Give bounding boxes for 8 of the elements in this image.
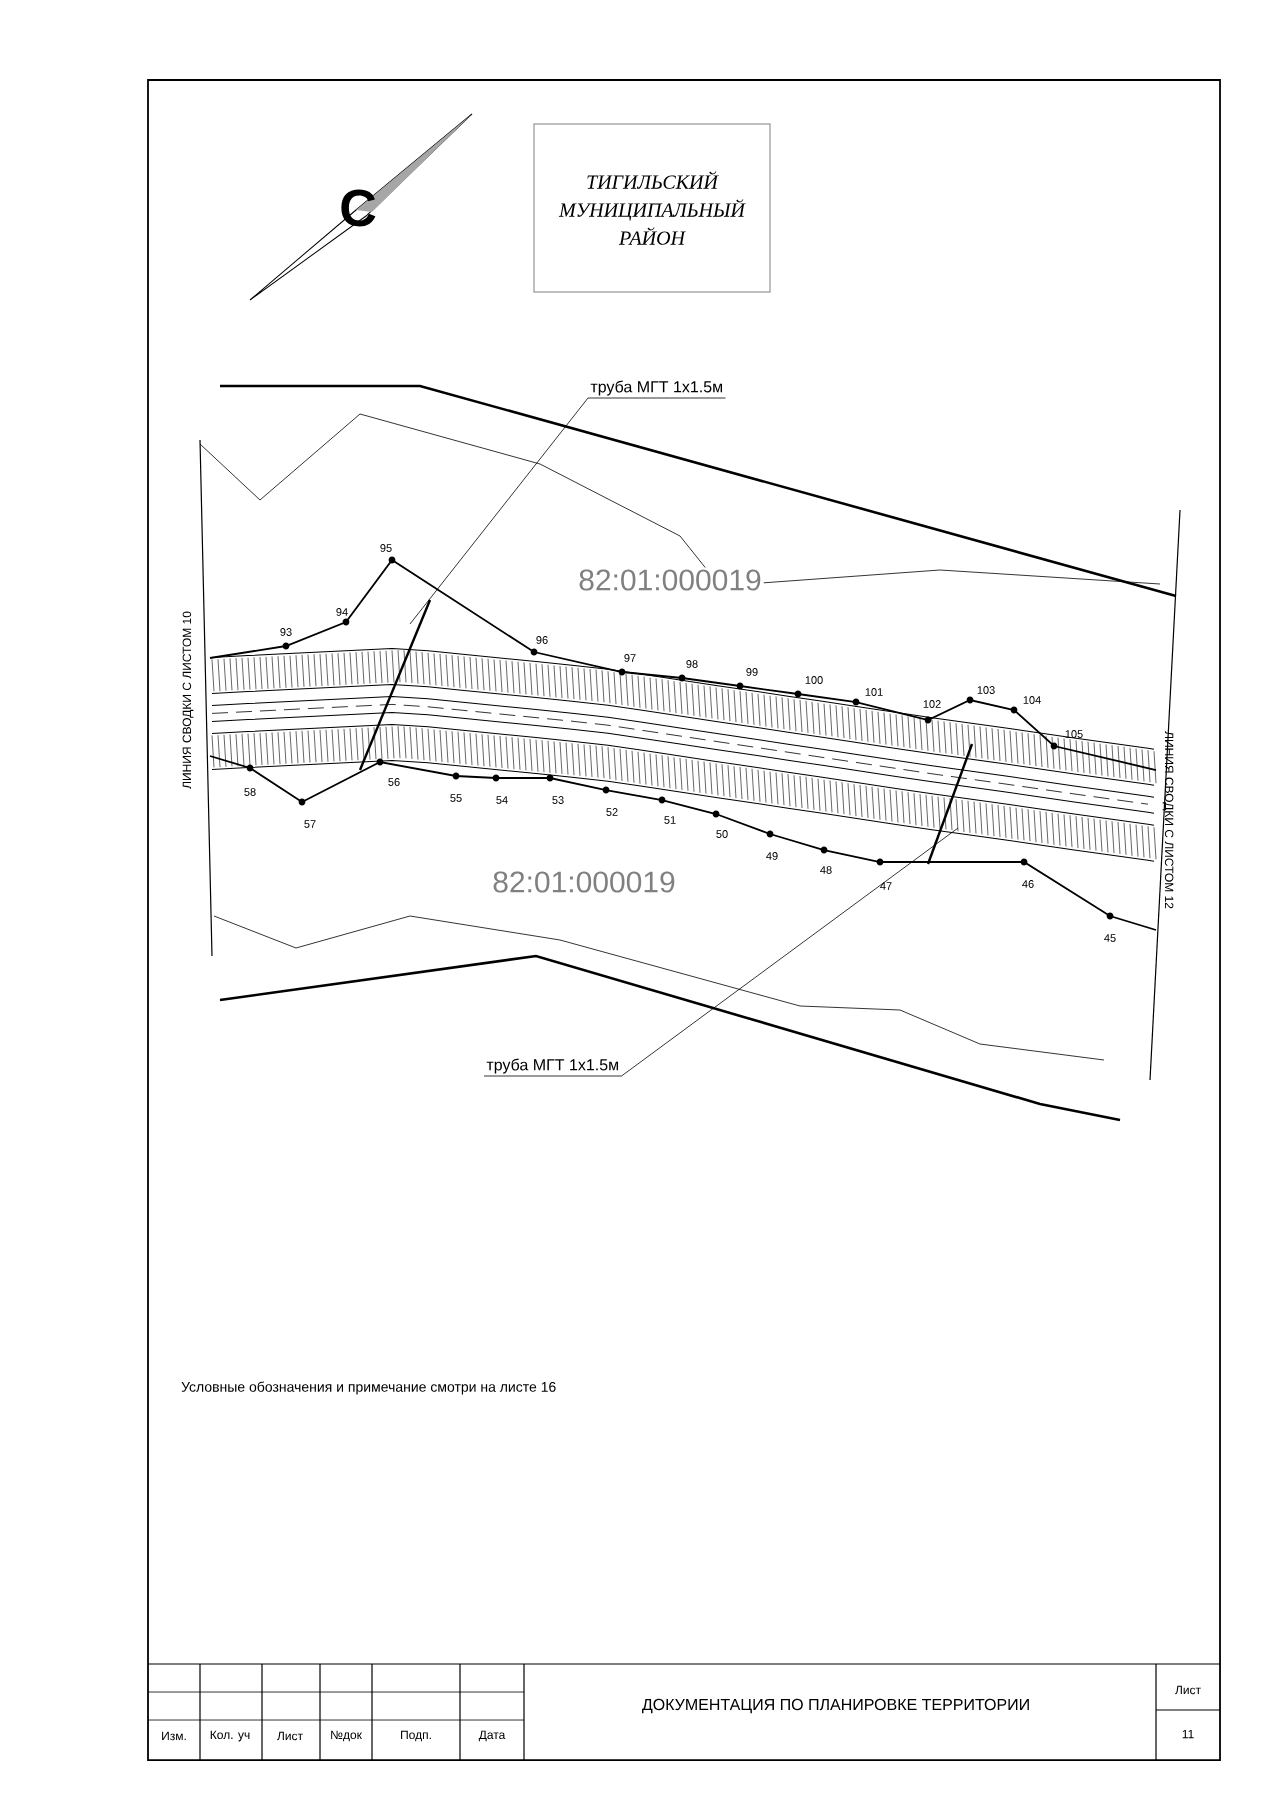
cadastral-number: 82:01:000019 (576, 567, 764, 593)
leader-line (409, 397, 726, 625)
leader-text: труба МГТ 1х1.5м (590, 380, 723, 396)
leader-text: труба МГТ 1х1.5м (486, 1058, 619, 1074)
leader-line (483, 827, 959, 1077)
cadastral-number: 82:01:000019 (490, 869, 678, 895)
title-box: ТИГИЛЬСКИЙ МУНИЦИПАЛЬНЫЙ РАЙОН (533, 123, 771, 293)
sheet-title: ДОКУМЕНТАЦИЯ ПО ПЛАНИРОВКЕ ТЕРРИТОРИИ (642, 1698, 1029, 1714)
